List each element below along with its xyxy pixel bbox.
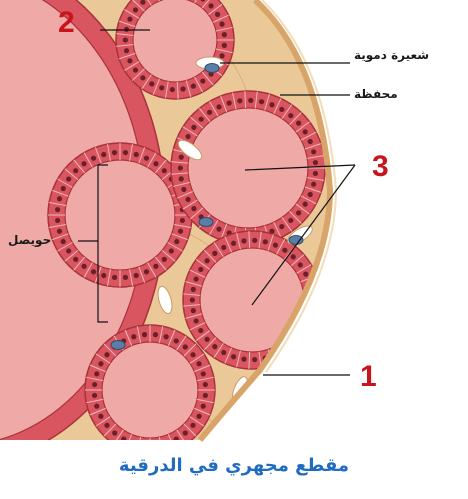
label-number-3: 3 [372, 152, 389, 182]
tissue-section [0, 0, 340, 465]
parafollicular-cell [111, 341, 125, 350]
parafollicular-cell [289, 236, 303, 245]
label-number-1: 1 [360, 362, 377, 392]
parafollicular-cell [205, 64, 219, 73]
follicle-bottom [85, 325, 215, 455]
parafollicular-cell [199, 218, 213, 227]
label-follicle: حويصل [8, 234, 51, 246]
figure-caption: مقطع مجهري في الدرقية [0, 455, 468, 476]
label-number-2: 2 [58, 8, 75, 38]
label-capsule: محفظة [354, 88, 398, 100]
label-capillary: شعيرة دموية [354, 49, 429, 61]
